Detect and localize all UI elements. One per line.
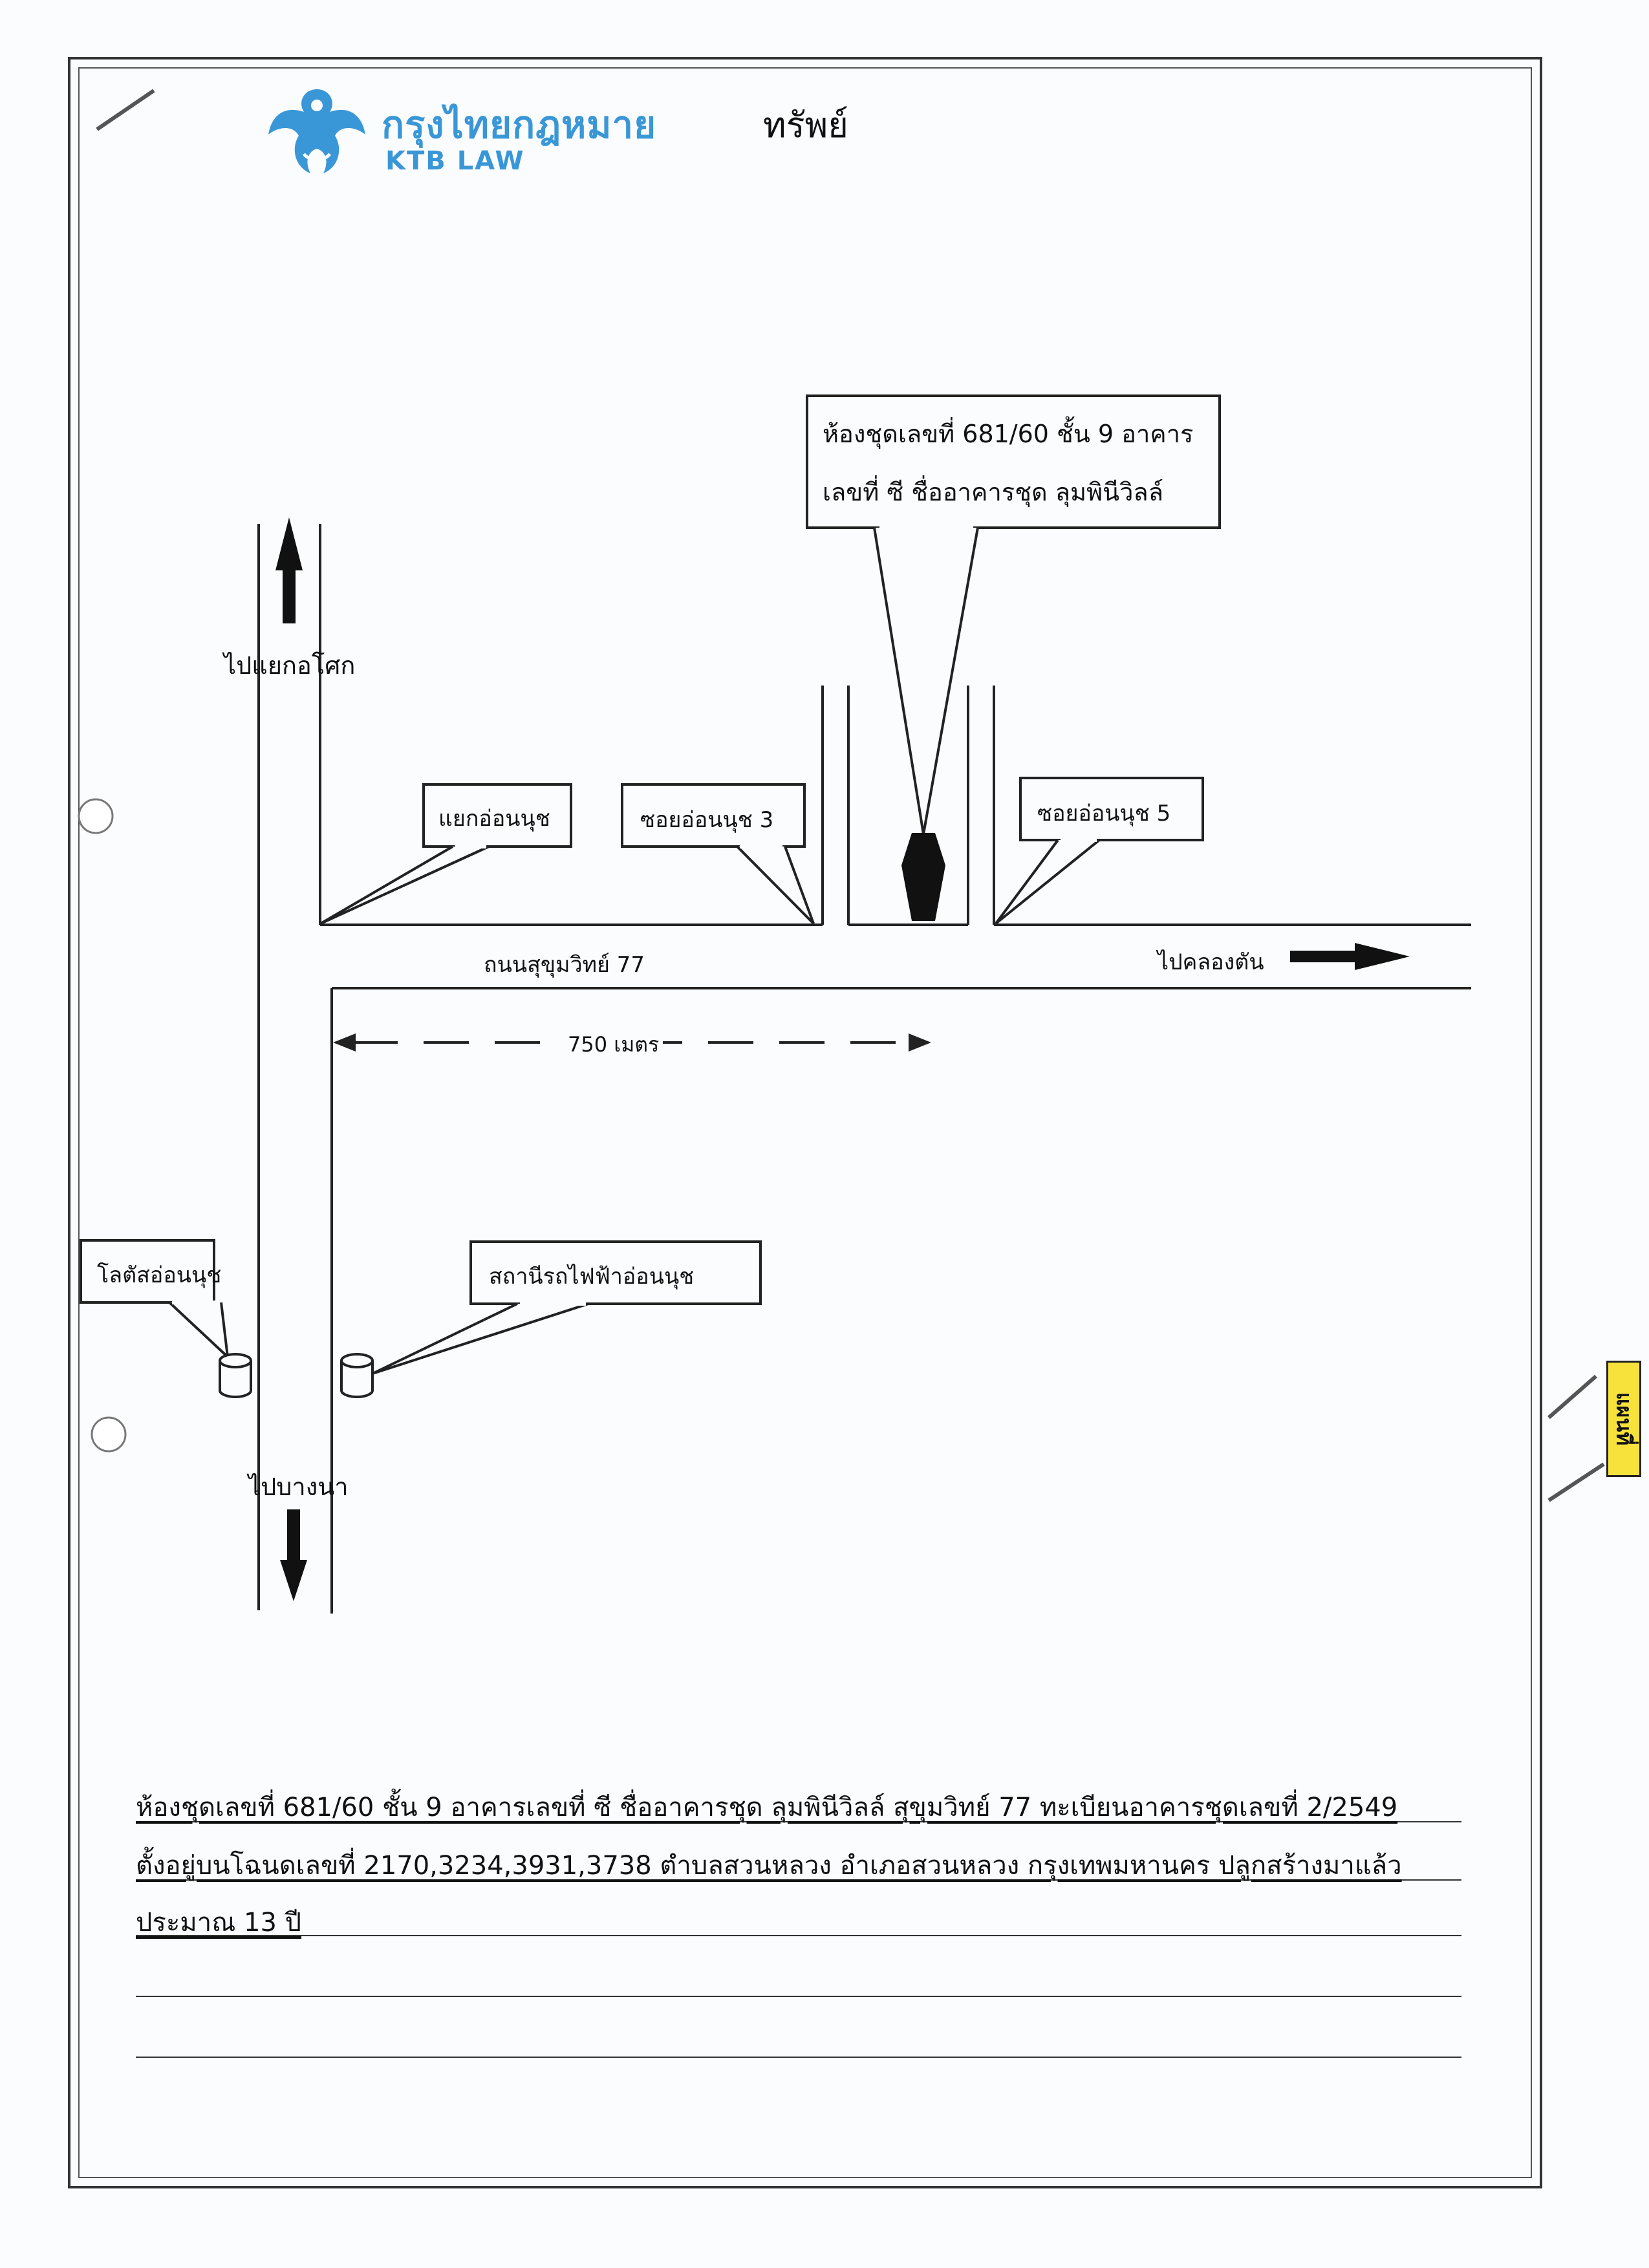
- staple-mark-top-left: [96, 89, 155, 131]
- junction-callout-pointer: [319, 845, 490, 925]
- ktb-law-logo: กรุงไทยกฎหมาย KTB LAW: [259, 76, 656, 193]
- description-line-1: ห้องชุดเลขที่ 681/60 ชั้น 9 อาคารเลขที่ …: [136, 1793, 1398, 1822]
- document-title: ทรัพย์: [763, 105, 848, 146]
- bts-cylinder-icon: [340, 1353, 374, 1398]
- east-direction-label: ไปคลองตัน: [1158, 949, 1264, 975]
- page-frame-outer: [68, 57, 1542, 2188]
- description-rule-3: [136, 1935, 1461, 1936]
- description-line-2: ตั้งอยู่บนโฉนดเลขที่ 2170,3234,3931,3738…: [136, 1851, 1402, 1881]
- garuda-logo-icon: [268, 89, 365, 173]
- description-rule-1: [136, 1821, 1461, 1822]
- bts-callout-pointer: [372, 1302, 589, 1375]
- soi5-callout-box: [1019, 777, 1204, 841]
- junction-callout-box: [422, 783, 572, 848]
- road-name-label: ถนนสุขุมวิทย์ 77: [484, 952, 645, 978]
- soi3-callout-box: [621, 783, 806, 848]
- staple-mark-right-top: [1547, 1374, 1597, 1420]
- property-callout-line2: เลขที่ ซี ชื่ออาคารชุด ลุมพินีวิลล์: [823, 478, 1164, 506]
- distance-label: 750 เมตร: [564, 1028, 663, 1061]
- lotus-callout-label: โลตัสอ่อนนุช: [97, 1262, 222, 1288]
- property-callout-box: [806, 394, 1221, 529]
- map-side-tab-label: แผนที่: [1611, 1392, 1637, 1446]
- logo-thai-text: กรุงไทยกฎหมาย: [382, 103, 657, 147]
- description-rule-5: [136, 2057, 1461, 2058]
- north-arrow-icon: [275, 517, 303, 623]
- distance-arrow-left-icon: [333, 1033, 356, 1052]
- staple-mark-right-bottom: [1547, 1462, 1605, 1502]
- bts-callout-box: [469, 1240, 762, 1305]
- description-rule-4: [136, 1996, 1461, 1997]
- distance-arrow-right-icon: [909, 1033, 931, 1052]
- binder-hole-bottom: [91, 1416, 127, 1453]
- south-direction-label: ไปบางนา: [248, 1473, 349, 1501]
- description-line-3: ประมาณ 13 ปี: [136, 1908, 302, 1938]
- page-frame-inner: [78, 67, 1532, 2178]
- map-side-tab: แผนที่: [1606, 1361, 1641, 1477]
- binder-hole-top: [78, 798, 114, 834]
- soi3-callout-pointer: [736, 845, 815, 925]
- property-callout-pointer: [873, 527, 979, 835]
- lotus-cylinder-icon: [219, 1353, 252, 1398]
- lotus-callout-box: [80, 1239, 215, 1304]
- soi5-callout-pointer: [995, 839, 1101, 925]
- property-callout-line1: ห้องชุดเลขที่ 681/60 ชั้น 9 อาคาร: [823, 420, 1194, 448]
- lotus-callout-pointer: [168, 1301, 230, 1361]
- junction-callout-label: แยกอ่อนนุช: [438, 806, 550, 832]
- property-building-icon: [901, 833, 945, 921]
- logo-english-text: KTB LAW: [385, 146, 525, 176]
- north-direction-label: ไปแยกอโศก: [224, 651, 356, 680]
- description-rule-2: [136, 1879, 1461, 1881]
- south-arrow-icon: [280, 1509, 307, 1601]
- bts-callout-label: สถานีรถไฟฟ้าอ่อนนุช: [489, 1264, 695, 1290]
- soi5-callout-label: ซอยอ่อนนุช 5: [1037, 801, 1171, 826]
- soi3-callout-label: ซอยอ่อนนุช 3: [640, 807, 774, 833]
- east-arrow-icon: [1290, 943, 1410, 970]
